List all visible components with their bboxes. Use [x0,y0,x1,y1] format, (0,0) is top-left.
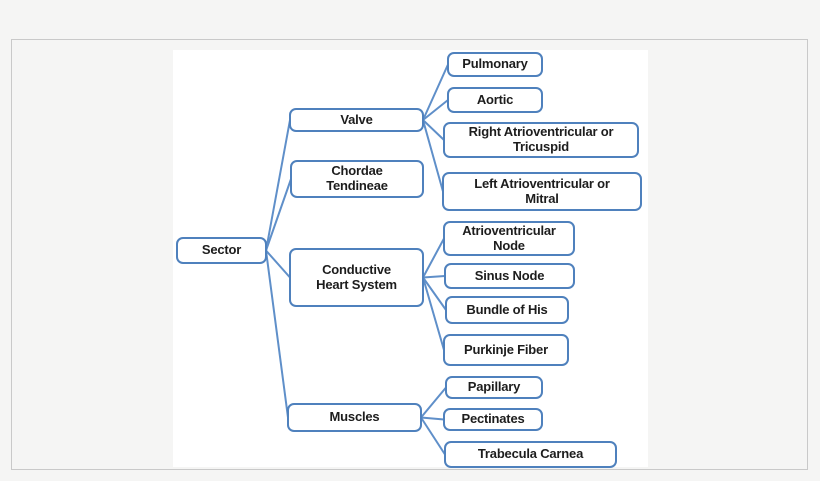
diagram-node-conductive: Conductive Heart System [289,248,424,307]
diagram-node-chordae: Chordae Tendineae [290,160,424,198]
diagram-node-right-av: Right Atrioventricular or Tricuspid [443,122,639,158]
diagram-node-muscles: Muscles [287,403,422,432]
diagram-node-papillary: Papillary [445,376,543,399]
diagram-node-av-node: Atrioventricular Node [443,221,575,256]
diagram-node-pulmonary: Pulmonary [447,52,543,77]
diagram-node-bundle-his: Bundle of His [445,296,569,324]
diagram-node-purkinje: Purkinje Fiber [443,334,569,366]
diagram-node-sinus-node: Sinus Node [444,263,575,289]
diagram-node-left-av: Left Atrioventricular or Mitral [442,172,642,211]
diagram-node-pectinates: Pectinates [443,408,543,431]
diagram-node-sector: Sector [176,237,267,264]
diagram-node-valve: Valve [289,108,424,132]
diagram-node-aortic: Aortic [447,87,543,113]
content-frame [11,39,808,470]
diagram-node-trabecula: Trabecula Carnea [444,441,617,468]
